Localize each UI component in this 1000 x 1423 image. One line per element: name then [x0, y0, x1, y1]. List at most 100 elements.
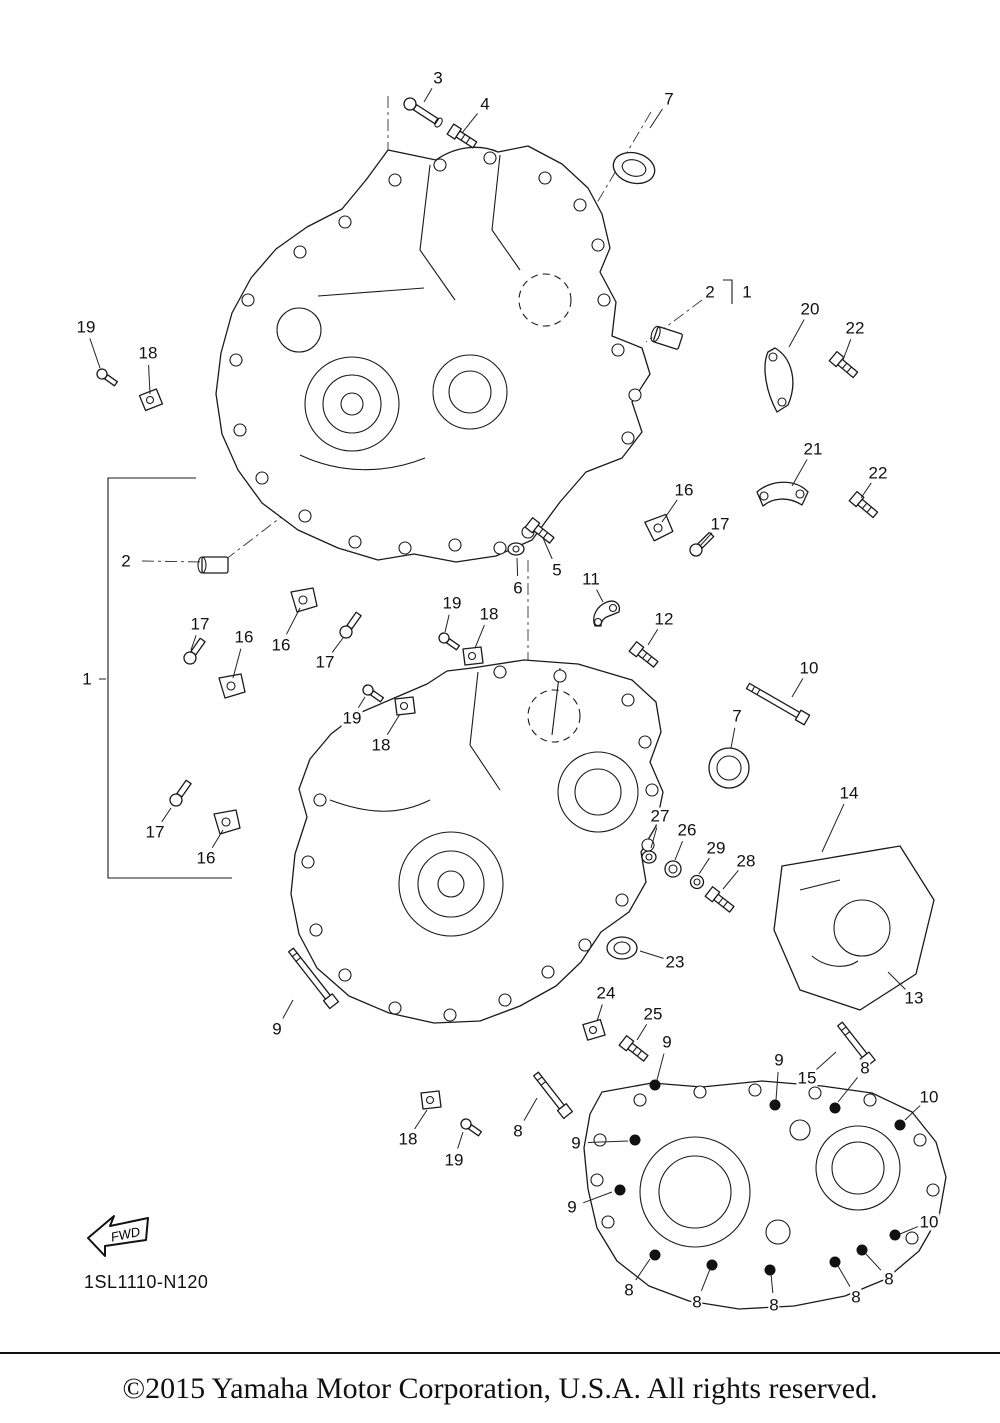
callout-10: 10 — [798, 658, 820, 678]
callout-28: 28 — [735, 851, 757, 871]
callout-17: 17 — [189, 614, 211, 634]
callout-2: 2 — [120, 551, 132, 571]
oil-seal — [708, 747, 750, 789]
callout-8: 8 — [691, 1292, 703, 1312]
callout-16: 16 — [233, 627, 255, 647]
callout-12: 12 — [653, 609, 675, 629]
callout-1: 1 — [741, 282, 753, 302]
washer — [507, 542, 525, 556]
callout-9: 9 — [570, 1133, 582, 1153]
callout-8: 8 — [768, 1295, 780, 1315]
callout-3: 3 — [432, 68, 444, 88]
callout-21: 21 — [802, 439, 824, 459]
cover-fastener-dots — [614, 1079, 906, 1276]
callout-11: 11 — [581, 569, 601, 589]
tab-plate — [582, 1018, 606, 1041]
callout-10: 10 — [918, 1212, 940, 1232]
callout-7: 7 — [731, 706, 743, 726]
callout-9: 9 — [566, 1197, 578, 1217]
long-bolt — [745, 682, 811, 726]
callout-19: 19 — [441, 593, 463, 613]
callout-25: 25 — [642, 1004, 664, 1024]
callout-18: 18 — [397, 1129, 419, 1149]
callout-29: 29 — [705, 838, 727, 858]
callout-26: 26 — [676, 820, 698, 840]
callout-8: 8 — [859, 1058, 871, 1078]
callout-22: 22 — [867, 463, 889, 483]
flange-bolt — [524, 517, 555, 544]
flange-bolt — [618, 1035, 649, 1062]
dowel-pin — [650, 325, 683, 350]
part-code: 1SL1110-N120 — [84, 1272, 209, 1292]
footer-divider — [0, 1352, 1000, 1354]
callout-18: 18 — [137, 343, 159, 363]
socket-screw — [183, 637, 206, 665]
callout-24: 24 — [595, 983, 617, 1003]
small-screw — [362, 684, 385, 703]
gusset-plate — [213, 809, 241, 835]
callout-13: 13 — [903, 988, 925, 1008]
hose-clamp-strap — [756, 481, 809, 507]
callout-20: 20 — [799, 299, 821, 319]
gusset-plate — [218, 673, 246, 699]
sprocket-guard-plate — [773, 845, 935, 1011]
socket-screw — [169, 779, 192, 807]
cover-bolt-holes — [590, 1083, 940, 1245]
small-screw — [438, 632, 461, 651]
callout-2: 2 — [704, 282, 716, 302]
callout-18: 18 — [370, 735, 392, 755]
callout-19: 19 — [443, 1150, 465, 1170]
washer — [689, 874, 705, 890]
callout-4: 4 — [479, 94, 491, 114]
callout-9: 9 — [271, 1019, 283, 1039]
flange-bolt — [828, 350, 859, 379]
callout-8: 8 — [623, 1280, 635, 1300]
washer — [664, 860, 682, 878]
tab-plate — [462, 646, 484, 666]
tab-plate — [138, 388, 164, 412]
socket-screw — [339, 611, 362, 639]
callout-10: 10 — [918, 1087, 940, 1107]
hose-clamp-strap — [764, 347, 794, 413]
copyright-text: ©2015 Yamaha Motor Corporation, U.S.A. A… — [122, 1372, 878, 1405]
leader-lines — [89, 88, 921, 1294]
callout-19: 19 — [341, 708, 363, 728]
callout-16: 16 — [195, 848, 217, 868]
washer — [641, 850, 657, 864]
lower-case-bolt-holes — [301, 665, 659, 1022]
flange-bolt — [848, 490, 879, 519]
callout-7: 7 — [663, 89, 675, 109]
callout-6: 6 — [512, 578, 524, 598]
tab-plate — [394, 696, 416, 716]
callout-19: 19 — [75, 317, 97, 337]
upper-case-bolt-holes — [229, 151, 642, 555]
tab-plate — [420, 1090, 442, 1110]
gusset-plate — [290, 587, 318, 613]
callout-8: 8 — [850, 1287, 862, 1307]
fwd-label: FWD — [109, 1224, 141, 1245]
flange-bolt — [704, 886, 735, 913]
callout-15: 15 — [796, 1068, 818, 1088]
callout-9: 9 — [773, 1050, 785, 1070]
stud-bolt — [403, 97, 443, 128]
callout-18: 18 — [478, 604, 500, 624]
callout-22: 22 — [844, 318, 866, 338]
callout-23: 23 — [664, 952, 686, 972]
callout-17: 17 — [314, 652, 336, 672]
fwd-arrow-icon: FWD — [87, 1215, 149, 1257]
oil-seal — [612, 151, 656, 185]
callout-27: 27 — [649, 806, 671, 826]
callout-16: 16 — [270, 635, 292, 655]
callout-1: 1 — [81, 669, 93, 689]
breather-lever — [593, 600, 621, 627]
callout-16: 16 — [673, 480, 695, 500]
dowel-pin — [197, 556, 229, 574]
callout-14: 14 — [838, 783, 860, 803]
long-bolt — [532, 1071, 573, 1120]
small-screw — [96, 368, 119, 387]
assembly-bracket — [107, 279, 733, 879]
callout-5: 5 — [551, 560, 563, 580]
flange-bolt — [446, 123, 478, 149]
